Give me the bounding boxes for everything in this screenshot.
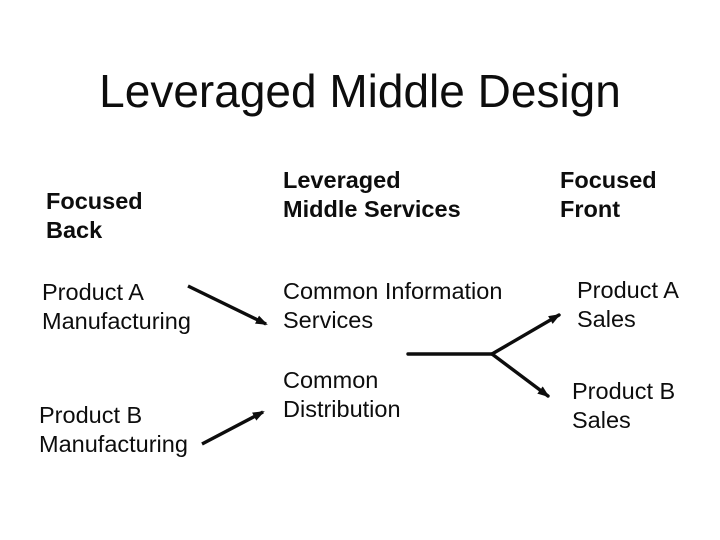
arrow-fork-to-product-b-sales [490,352,550,398]
node-product-a-sales: Product A Sales [577,277,679,332]
node-product-b-sales: Product B Sales [572,378,676,433]
header-leveraged-middle-services: Leveraged Middle Services [283,167,461,222]
arrow-product-a-manufacturing-to-common-information-services [187,284,268,326]
node-product-a-manufacturing: Product A Manufacturing [42,279,191,334]
node-common-distribution: Common Distribution [283,367,401,422]
header-focused-back: Focused Back [46,188,143,243]
node-product-b-manufacturing: Product B Manufacturing [39,402,188,457]
slide-title: Leveraged Middle Design [99,65,621,117]
arrow-product-b-manufacturing-to-common-distribution [201,410,265,446]
header-focused-front: Focused Front [560,167,657,222]
node-common-information-services: Common Information Services [283,278,503,333]
